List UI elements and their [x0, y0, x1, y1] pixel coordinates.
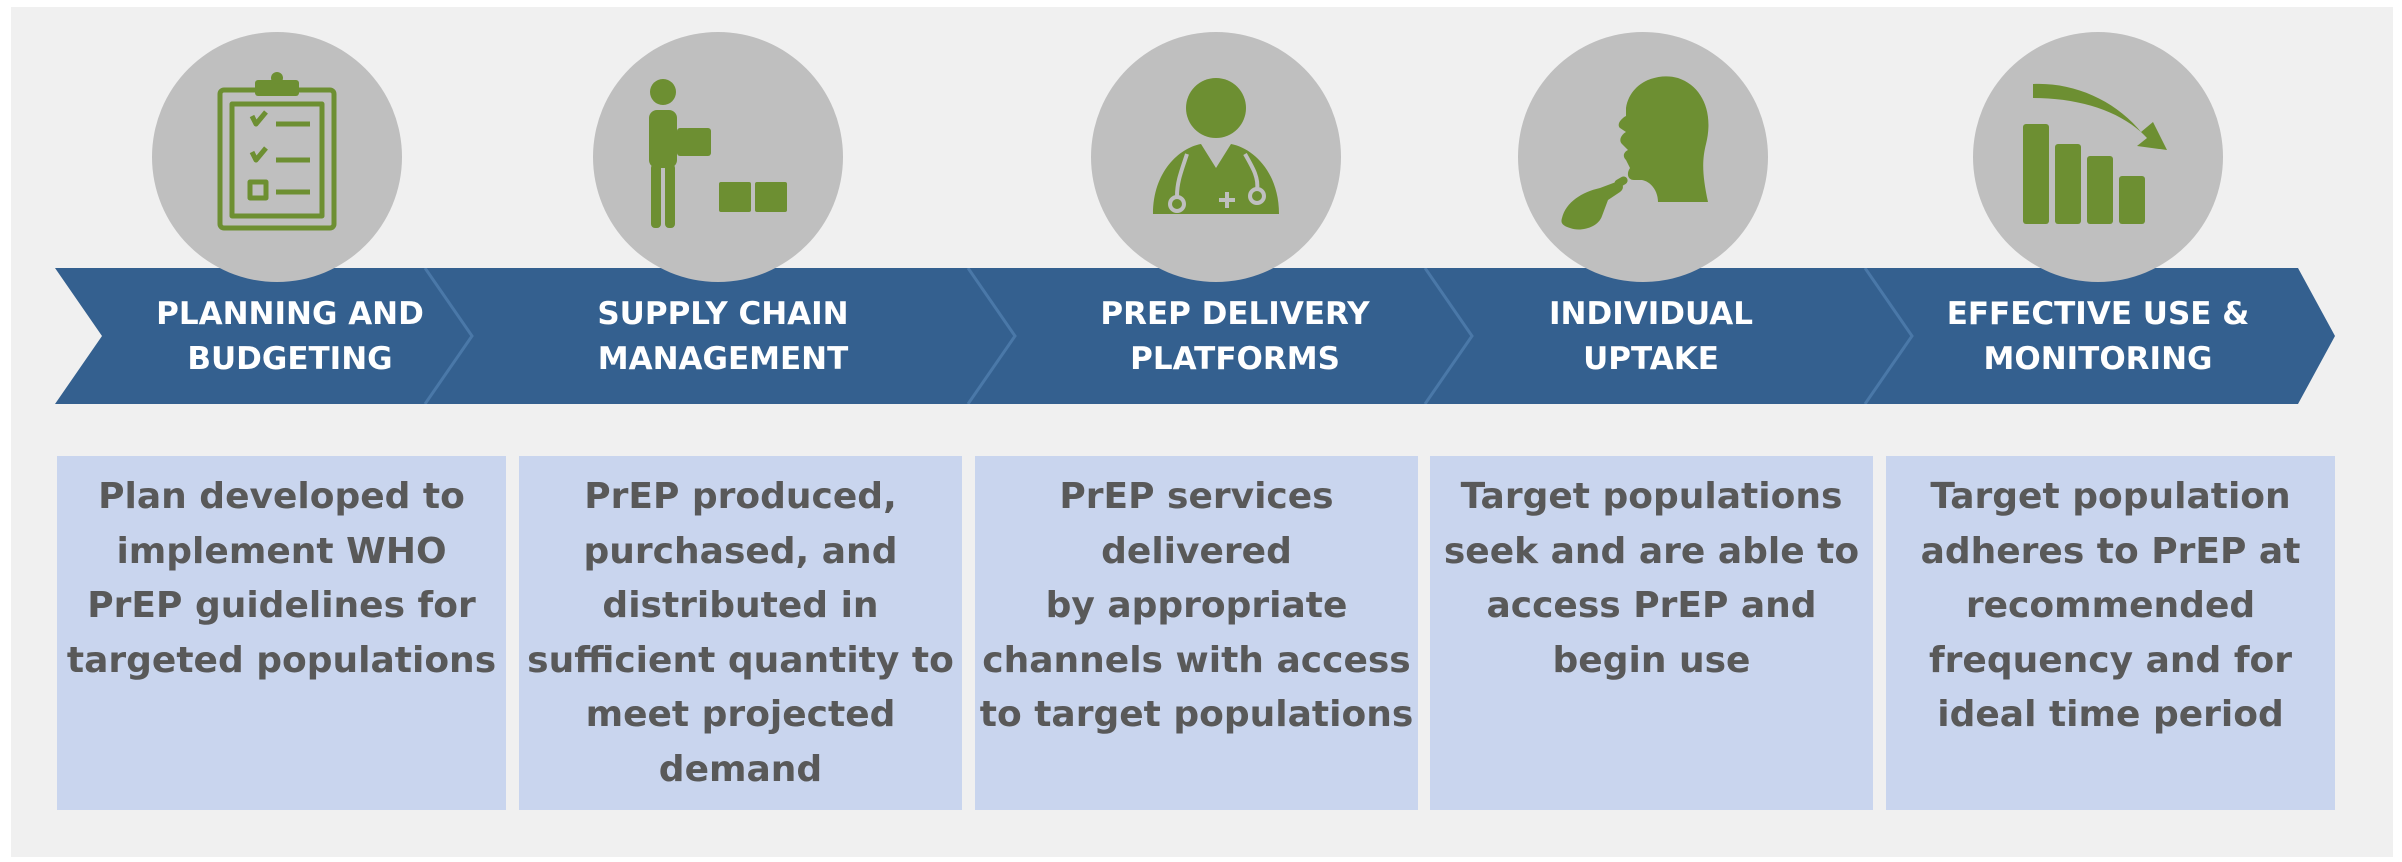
stage-description-planning: Plan developed to implement WHO PrEP gui… [66, 476, 497, 681]
person-taking-pill-icon [1561, 76, 1709, 230]
stage-description-box: Plan developed to implement WHO PrEP gui… [57, 456, 506, 810]
doctor-icon [1153, 78, 1279, 214]
stage-description-box: Target populations seek and are able to … [1430, 456, 1873, 810]
stage-title-monitoring: EFFECTIVE USE & MONITORING [1946, 296, 2250, 377]
declining-bar-chart-icon [2023, 83, 2167, 224]
stage-title-supply-chain: SUPPLY CHAIN MANAGEMENT [597, 296, 849, 377]
stage-description-delivery: PrEP services delivered by appropriate c… [979, 476, 1414, 735]
stage-description-box: PrEP produced, purchased, and distribute… [519, 456, 962, 810]
planning-icon-circle [152, 32, 402, 282]
delivery-icon-circle [1091, 32, 1341, 282]
stage-description-uptake: Target populations seek and are able to … [1443, 476, 1860, 681]
stage-description-box: Target population adheres to PrEP at rec… [1886, 456, 2335, 810]
supply-chain-icon-circle [593, 32, 843, 282]
stage-title-delivery: PREP DELIVERY PLATFORMS [1100, 296, 1370, 377]
uptake-icon-circle [1518, 32, 1768, 282]
clipboard-checklist-icon [217, 72, 337, 231]
stage-description-box: PrEP services delivered by appropriate c… [975, 456, 1418, 810]
monitoring-icon-circle [1973, 32, 2223, 282]
stage-description-monitoring: Target population adheres to PrEP at rec… [1920, 476, 2301, 735]
person-carrying-boxes-icon [649, 79, 787, 228]
stage-description-supply-chain: PrEP produced, purchased, and distribute… [527, 476, 954, 790]
stage-title-planning: PLANNING AND BUDGETING [156, 296, 424, 377]
process-chevron-band [55, 268, 2335, 404]
stage-title-uptake: INDIVIDUAL UPTAKE [1549, 296, 1753, 377]
